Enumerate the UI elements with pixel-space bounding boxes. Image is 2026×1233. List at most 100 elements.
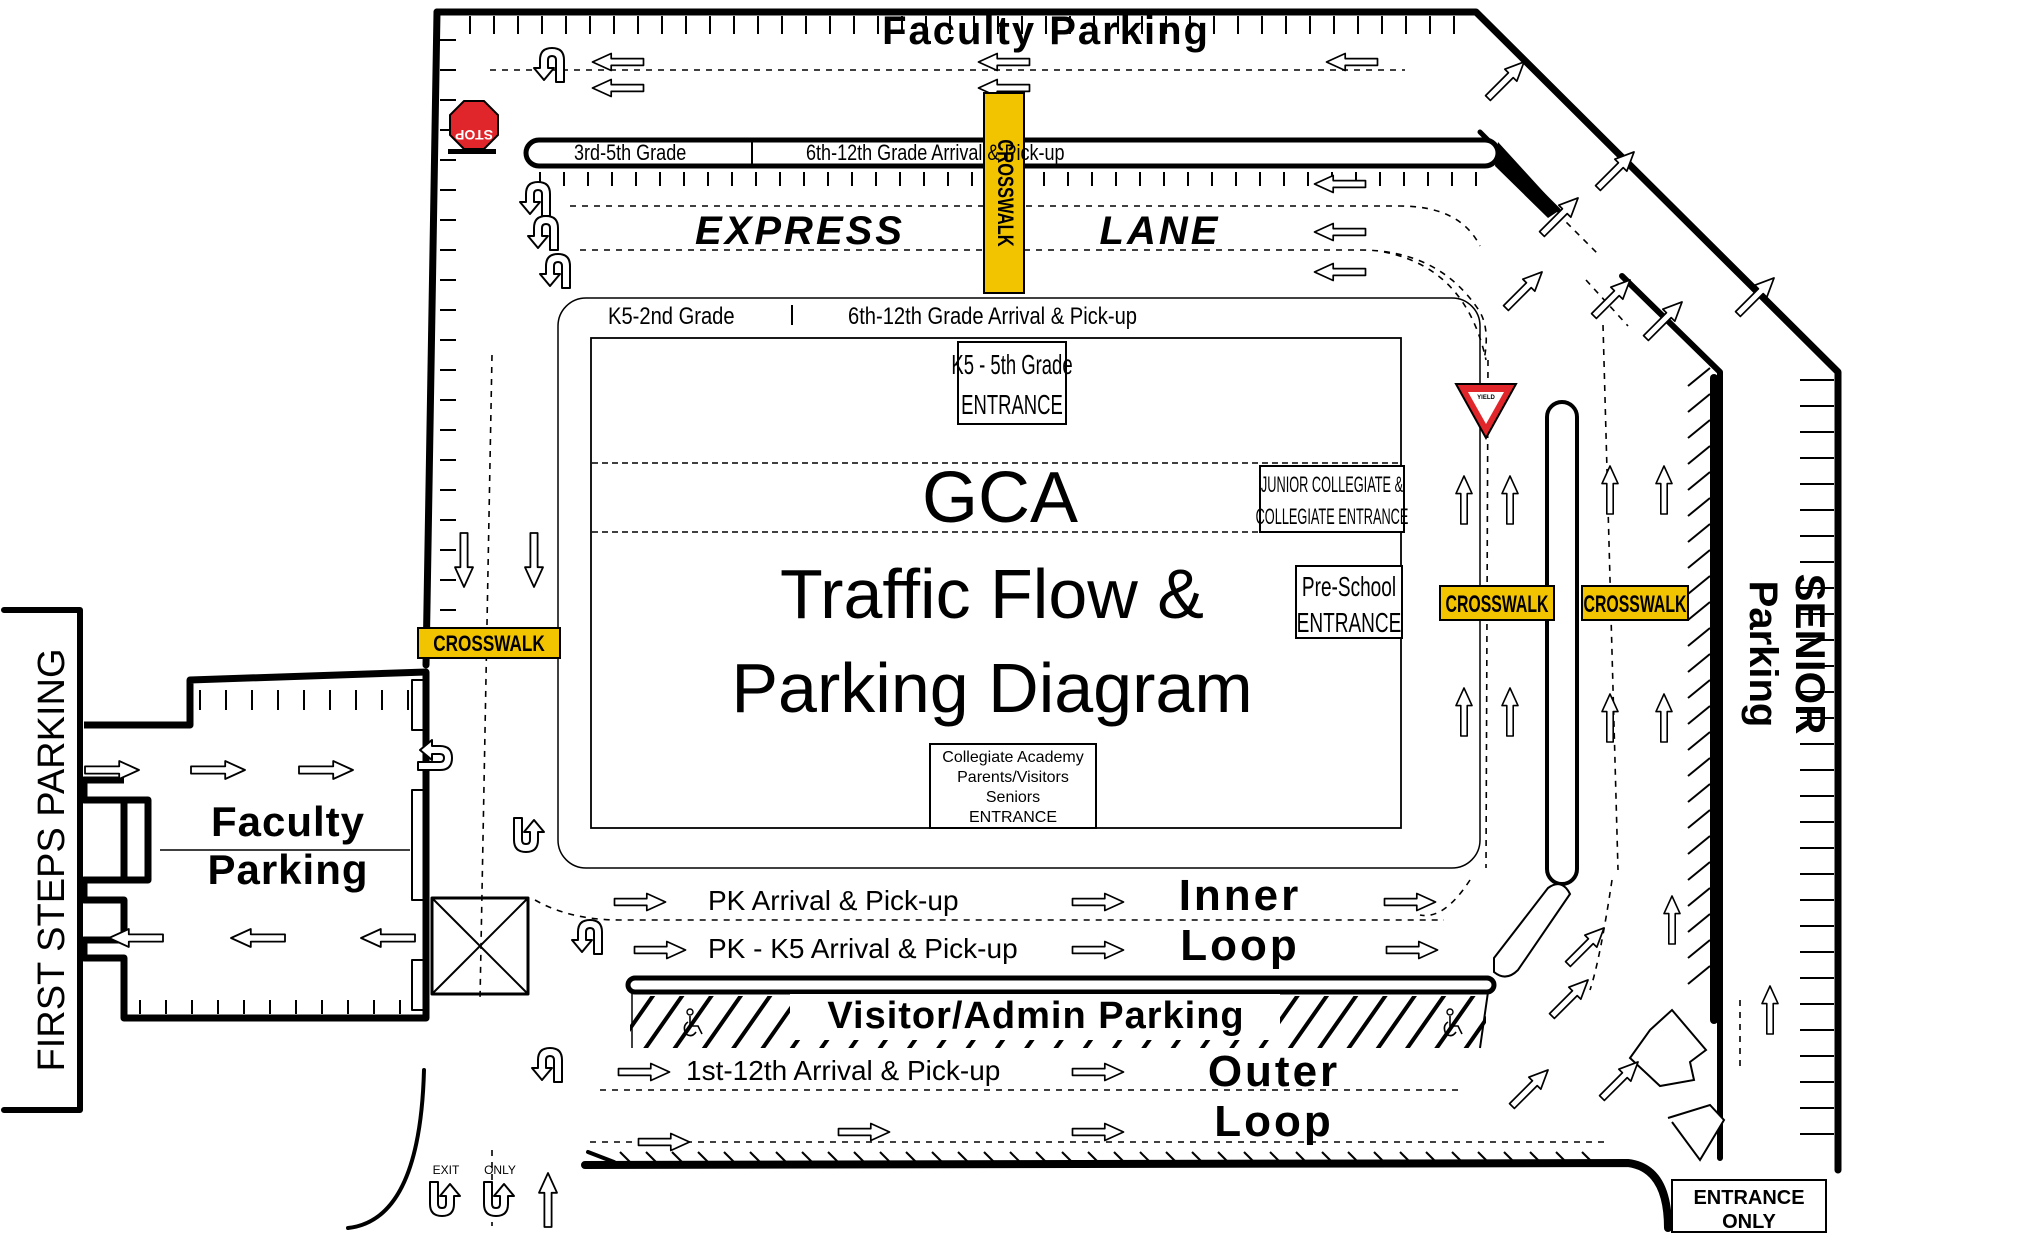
flow-arrow bbox=[1505, 1063, 1555, 1113]
first-steps-wall bbox=[1, 607, 83, 1113]
faculty-parking-left-label-1: Faculty bbox=[211, 798, 365, 845]
stall-line bbox=[1529, 1151, 1541, 1163]
entrance-only-line1: ENTRANCE bbox=[1693, 1187, 1804, 1209]
turn-arrow bbox=[519, 181, 551, 217]
stall-line bbox=[671, 1151, 683, 1163]
lane-lines bbox=[479, 69, 1741, 1226]
left-road-edge bbox=[422, 8, 441, 669]
flow-arrow bbox=[591, 52, 645, 72]
stall-line bbox=[1687, 939, 1711, 959]
crosswalks: CROSSWALK CROSSWALK CROSSWALK CROSSWALK bbox=[417, 92, 1689, 659]
stall-line bbox=[749, 1151, 761, 1163]
turn-arrow bbox=[533, 47, 565, 83]
flow-arrow bbox=[1655, 465, 1673, 515]
flow-arrow bbox=[1761, 985, 1779, 1035]
yield-sign: YIELD bbox=[1454, 383, 1518, 441]
stall-line bbox=[1581, 1151, 1593, 1163]
flow-arrow bbox=[1313, 262, 1367, 282]
stall-line bbox=[1061, 1151, 1073, 1163]
parking-stalls bbox=[139, 16, 1834, 1163]
stall-line bbox=[1477, 1151, 1489, 1163]
stop-sign-octagon bbox=[449, 100, 499, 150]
flow-arrow bbox=[1601, 693, 1619, 743]
entrance-roundabout bbox=[1628, 1008, 1726, 1162]
flow-arrow bbox=[84, 760, 140, 780]
faculty-parking-left-label-2: Parking bbox=[207, 846, 368, 893]
yield-sign-label: YIELD bbox=[1477, 395, 1495, 401]
stall-line bbox=[697, 1151, 709, 1163]
stall-line bbox=[1035, 1151, 1047, 1163]
flow-arrow bbox=[1385, 940, 1439, 960]
lane-label: LANE bbox=[1100, 209, 1221, 253]
turn-arrow bbox=[539, 253, 571, 289]
outer-label: Outer bbox=[1208, 1047, 1340, 1096]
entrance-only-line2: ONLY bbox=[1722, 1211, 1776, 1233]
title-parking-diagram: Parking Diagram bbox=[731, 649, 1252, 727]
zone-top-6th-12th: 6th-12th Grade Arrival & Pick-up bbox=[806, 141, 1065, 165]
stall-line bbox=[1113, 1151, 1125, 1163]
flow-arrow bbox=[1595, 1055, 1645, 1105]
crosswalk-top-label: CROSSWALK bbox=[993, 139, 1018, 246]
stall-line bbox=[1687, 861, 1711, 881]
crosswalk-right1-band bbox=[1439, 585, 1555, 621]
zone-labels: 3rd-5th Grade 6th-12th Grade Arrival & P… bbox=[574, 141, 1137, 1086]
first-steps-parking-label: FIRST STEPS PARKING bbox=[31, 648, 73, 1071]
stall-line bbox=[1295, 1151, 1307, 1163]
entrance-only-sign: ENTRANCE ONLY bbox=[1671, 1179, 1827, 1233]
stall-line bbox=[1687, 809, 1711, 829]
flow-arrow bbox=[1501, 475, 1519, 525]
crosswalk-left-band bbox=[417, 627, 561, 659]
flow-arrow bbox=[1071, 940, 1125, 960]
inner-loop-label: Loop bbox=[1180, 921, 1300, 970]
flow-arrow bbox=[637, 1132, 691, 1152]
stall-line bbox=[723, 1151, 735, 1163]
stall-line bbox=[1191, 1151, 1203, 1163]
flow-arrow bbox=[1313, 222, 1367, 242]
stall-line bbox=[1269, 1151, 1281, 1163]
stall-line bbox=[1009, 1151, 1021, 1163]
stop-sign: STOP bbox=[449, 100, 499, 150]
stall-line bbox=[1399, 1151, 1411, 1163]
stall-line bbox=[1425, 1151, 1437, 1163]
preschool-line2: ENTRANCE bbox=[1297, 607, 1402, 639]
stall-line bbox=[801, 1151, 813, 1163]
stop-sign-label: STOP bbox=[455, 127, 493, 143]
flow-arrow bbox=[1601, 465, 1619, 515]
k5-5th-entrance-line2: ENTRANCE bbox=[961, 390, 1063, 421]
flow-arrow bbox=[1499, 265, 1549, 315]
flow-arrow bbox=[1481, 55, 1531, 105]
bottom-curb bbox=[581, 1159, 1672, 1232]
only-label: ONLY bbox=[484, 1163, 516, 1177]
senior-label: SENIOR bbox=[1787, 573, 1834, 734]
collegiate-line1: Collegiate Academy bbox=[942, 749, 1083, 766]
zone-1st-12th-pickup: 1st-12th Arrival & Pick-up bbox=[686, 1055, 1000, 1086]
flow-arrow bbox=[1561, 921, 1611, 971]
turn-arrow bbox=[513, 817, 545, 853]
flow-arrow bbox=[1071, 1122, 1125, 1142]
flow-arrow bbox=[190, 760, 246, 780]
right-islands bbox=[1493, 400, 1579, 978]
flow-arrow bbox=[1501, 687, 1519, 737]
collegiate-line4: ENTRANCE bbox=[969, 809, 1057, 826]
flow-arrow bbox=[360, 928, 416, 948]
entrance-boxes: K5 - 5th Grade ENTRANCE JUNIOR COLLEGIAT… bbox=[929, 341, 1827, 1233]
stall-line bbox=[619, 1151, 631, 1163]
stall-line bbox=[905, 1151, 917, 1163]
stall-line bbox=[1687, 393, 1711, 413]
flow-arrow bbox=[1731, 271, 1781, 321]
turn-arrow bbox=[429, 1181, 461, 1217]
flow-arrow bbox=[591, 78, 645, 98]
exit-label: EXIT bbox=[433, 1163, 460, 1177]
zone-pk-pickup: PK Arrival & Pick-up bbox=[708, 885, 959, 916]
visitor-admin-lot bbox=[625, 975, 1497, 1049]
crosswalk-left-label: CROSSWALK bbox=[433, 632, 545, 657]
flow-arrow bbox=[1071, 892, 1125, 912]
title-traffic-flow: Traffic Flow & bbox=[780, 555, 1204, 633]
k5-5th-entrance: K5 - 5th Grade ENTRANCE bbox=[951, 341, 1073, 425]
handicap-icon bbox=[1443, 1008, 1463, 1037]
lower-left-curb bbox=[346, 1068, 426, 1230]
stall-line bbox=[827, 1151, 839, 1163]
stall-line bbox=[1687, 471, 1711, 491]
diagonal-island bbox=[1493, 883, 1572, 978]
